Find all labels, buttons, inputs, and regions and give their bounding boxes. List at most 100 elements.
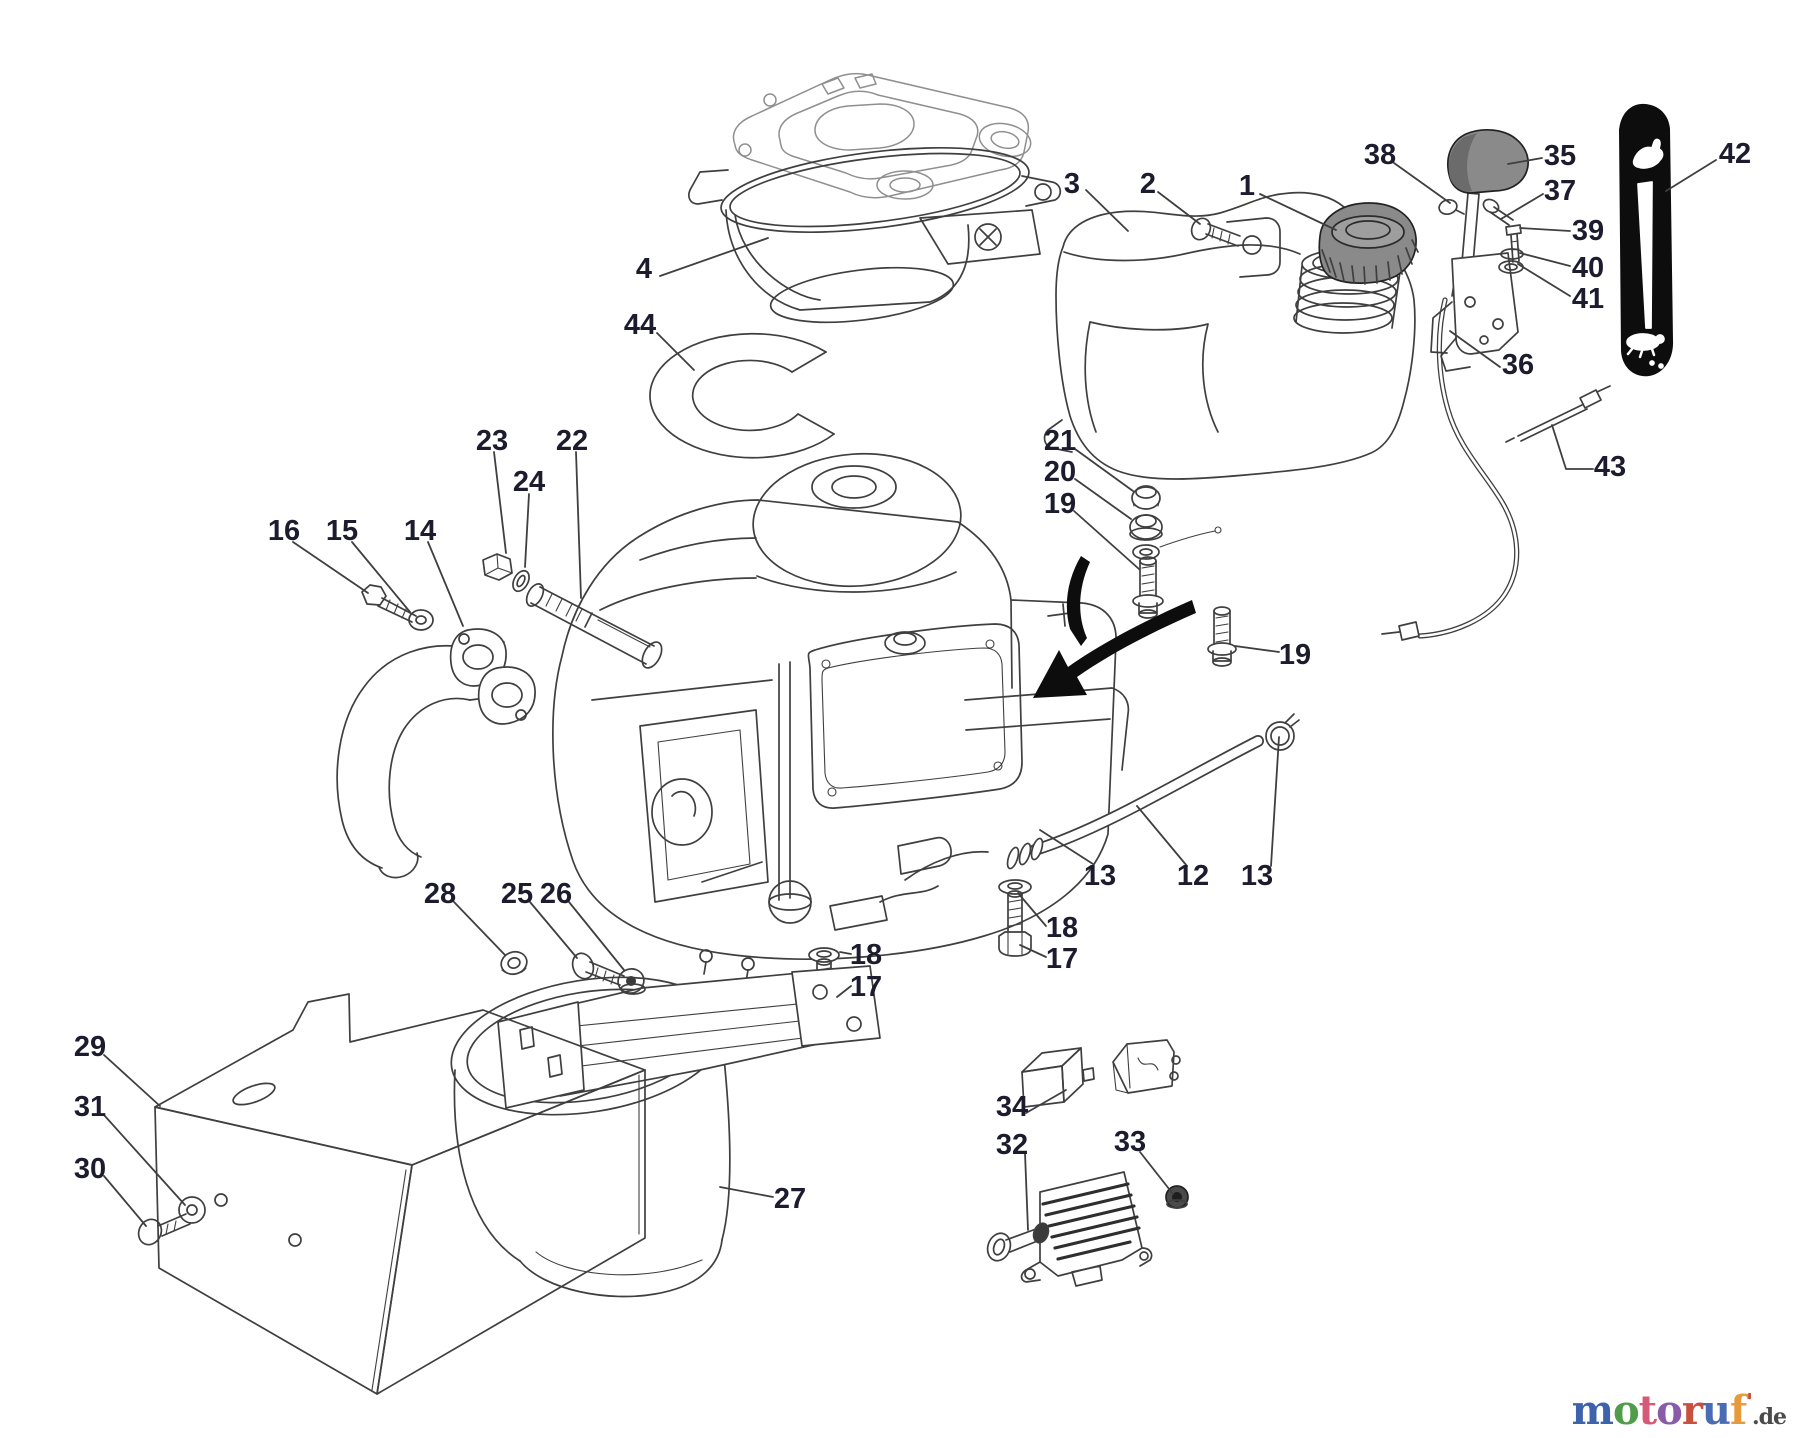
callout-17: 17 [1046,943,1078,975]
leader-line-38 [1393,162,1451,204]
shield-washer-31 [178,1196,206,1224]
leader-line-25 [529,901,578,959]
flange-nut-26 [617,968,646,995]
pto-mount-plate [639,709,769,903]
callout-38: 38 [1364,139,1396,171]
leader-line-27 [719,1186,774,1198]
cable-tie [1505,385,1611,443]
spring-washer [1132,544,1160,560]
bolt-17-right [998,890,1032,957]
regulator-bolt-32 [986,1222,1050,1262]
leader-line-39 [1519,227,1571,232]
fuel-hose [904,713,1300,881]
callout-44: 44 [624,309,656,341]
callout-35: 35 [1544,140,1576,172]
crankshaft-washer-24 [512,569,530,593]
leader-line-14 [427,541,464,627]
leader-line-1 [1259,193,1337,231]
leader-line-41 [1517,263,1571,297]
leader-line-31 [103,1114,186,1206]
nut-28 [500,950,528,976]
callout-2: 2 [1140,168,1156,200]
callout-27: 27 [774,1183,806,1215]
hose-clamp-13-right [1265,713,1300,751]
callout-29: 29 [74,1031,106,1063]
leader-line-13 [1270,736,1280,867]
callout-42: 42 [1719,138,1751,170]
callout-22: 22 [556,425,588,457]
callout-1: 1 [1239,170,1255,202]
leader-line-37 [1500,193,1544,220]
air-filter-housing [688,146,1062,324]
callout-23: 23 [476,425,508,457]
leader-line-30 [103,1175,147,1227]
mounting-hardware-right [1129,485,1237,667]
callout-30: 30 [74,1153,106,1185]
throttle-lever [1461,192,1480,265]
leader-line-44 [656,332,695,371]
shield-bolt-30 [137,1213,191,1246]
leader-line-13 [1039,829,1094,865]
callout-32: 32 [996,1129,1028,1161]
valve-cover [807,623,1023,809]
tank-bracket [1226,217,1281,278]
oil-filler-cap [884,631,926,655]
leader-line-17 [1019,944,1047,958]
flange-nut-20 [1129,514,1163,541]
throttle-decal [1619,103,1674,377]
watermark-letter: m [1571,1387,1614,1434]
callout-41: 41 [1572,283,1604,315]
callout-31: 31 [74,1091,106,1123]
leader-line-42 [1665,159,1717,192]
leader-line-28 [453,901,506,956]
callout-19: 19 [1279,639,1311,671]
leader-line-18 [1017,892,1047,927]
leader-line-16 [292,541,369,594]
voltage-regulator [1020,1171,1153,1287]
leader-line-40 [1519,252,1571,267]
watermark-letter: u [1701,1387,1731,1434]
leader-line-4 [659,237,769,277]
governor-wire [1159,530,1216,548]
flange-bolt-19a [1132,556,1164,619]
callout-25: 25 [501,878,533,910]
leader-line-33 [1139,1151,1174,1195]
air-filter-element [649,332,835,459]
leader-line-19 [1073,510,1140,570]
callout-12: 12 [1177,860,1209,892]
callout-13: 13 [1084,860,1116,892]
crankshaft-nut-23 [482,553,513,581]
callout-28: 28 [424,878,456,910]
leader-line-21 [1074,448,1134,492]
pivot-bolt-38 [1438,198,1465,216]
watermark-domain-suffix: .de [1751,1404,1787,1430]
watermark-letter: r [1681,1387,1703,1434]
callout-13: 13 [1241,860,1273,892]
turtle-icon [1626,333,1665,359]
callout-15: 15 [326,515,358,547]
callout-24: 24 [513,466,545,498]
nut-21 [1131,485,1161,510]
watermark-motoruf: motoruf'.de [1571,1387,1787,1434]
exhaust-pipe [336,584,536,879]
fuel-cap [1318,202,1419,285]
callout-19: 19 [1044,488,1076,520]
callout-21: 21 [1044,425,1076,457]
engine-block [552,452,1222,983]
leader-line-24 [524,493,530,568]
leader-line-29 [103,1054,161,1107]
watermark-letter: o [1656,1387,1683,1434]
heat-shield [137,993,646,1395]
exhaust-gasket-14 [449,628,536,725]
leader-line-2 [1157,191,1201,225]
leader-line-34 [1025,1089,1067,1114]
fuel-outlet-fitting [897,836,952,875]
crankshaft [482,553,663,669]
leader-line-12 [1136,805,1188,867]
callout-14: 14 [404,515,436,547]
callout-20: 20 [1044,456,1076,488]
leader-line-23 [493,451,507,554]
leader-line-19 [1234,645,1280,653]
